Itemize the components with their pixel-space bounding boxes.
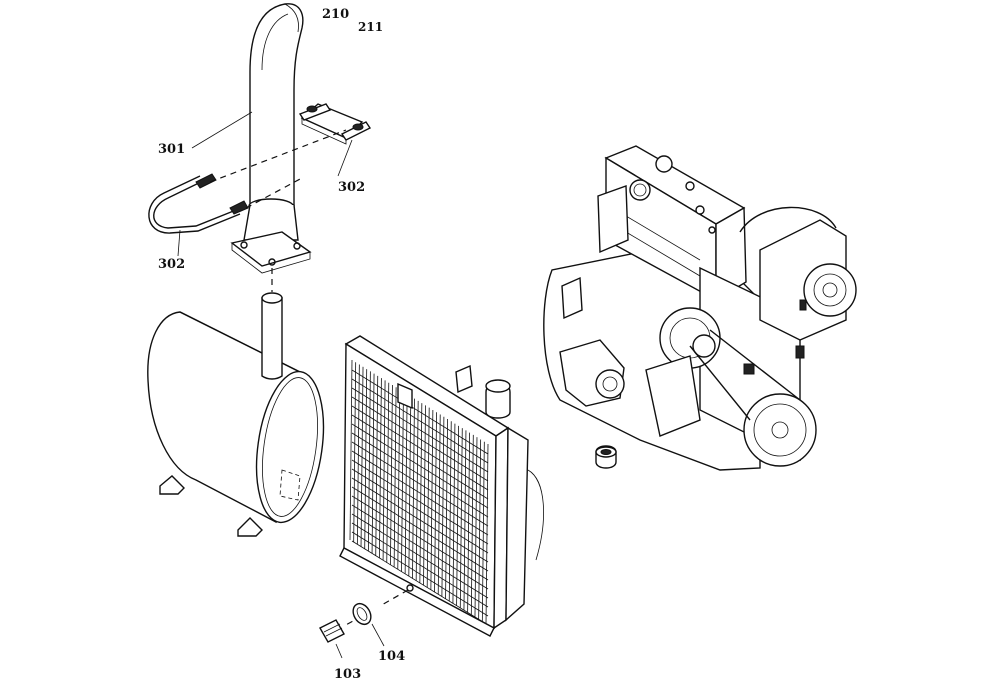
drain-plug [319,619,345,659]
clamp-plate [298,103,372,145]
callout-302-clamp: 302 [338,180,366,195]
engine [543,145,857,471]
callout-301: 301 [158,142,186,157]
muffler [147,292,325,537]
callout-104: 104 [378,649,406,664]
callout-210: 210 [322,7,350,22]
engine-plug [595,445,617,469]
callout-211: 211 [358,20,384,34]
exhaust-pipe [230,3,312,274]
assembly-line [379,589,409,607]
callout-103: 103 [334,667,362,682]
seal-ring [352,602,385,647]
assembly-line [209,129,347,183]
callout-302-u-bolt: 302 [158,257,186,272]
u-bolt [148,173,249,234]
radiator [339,335,544,637]
